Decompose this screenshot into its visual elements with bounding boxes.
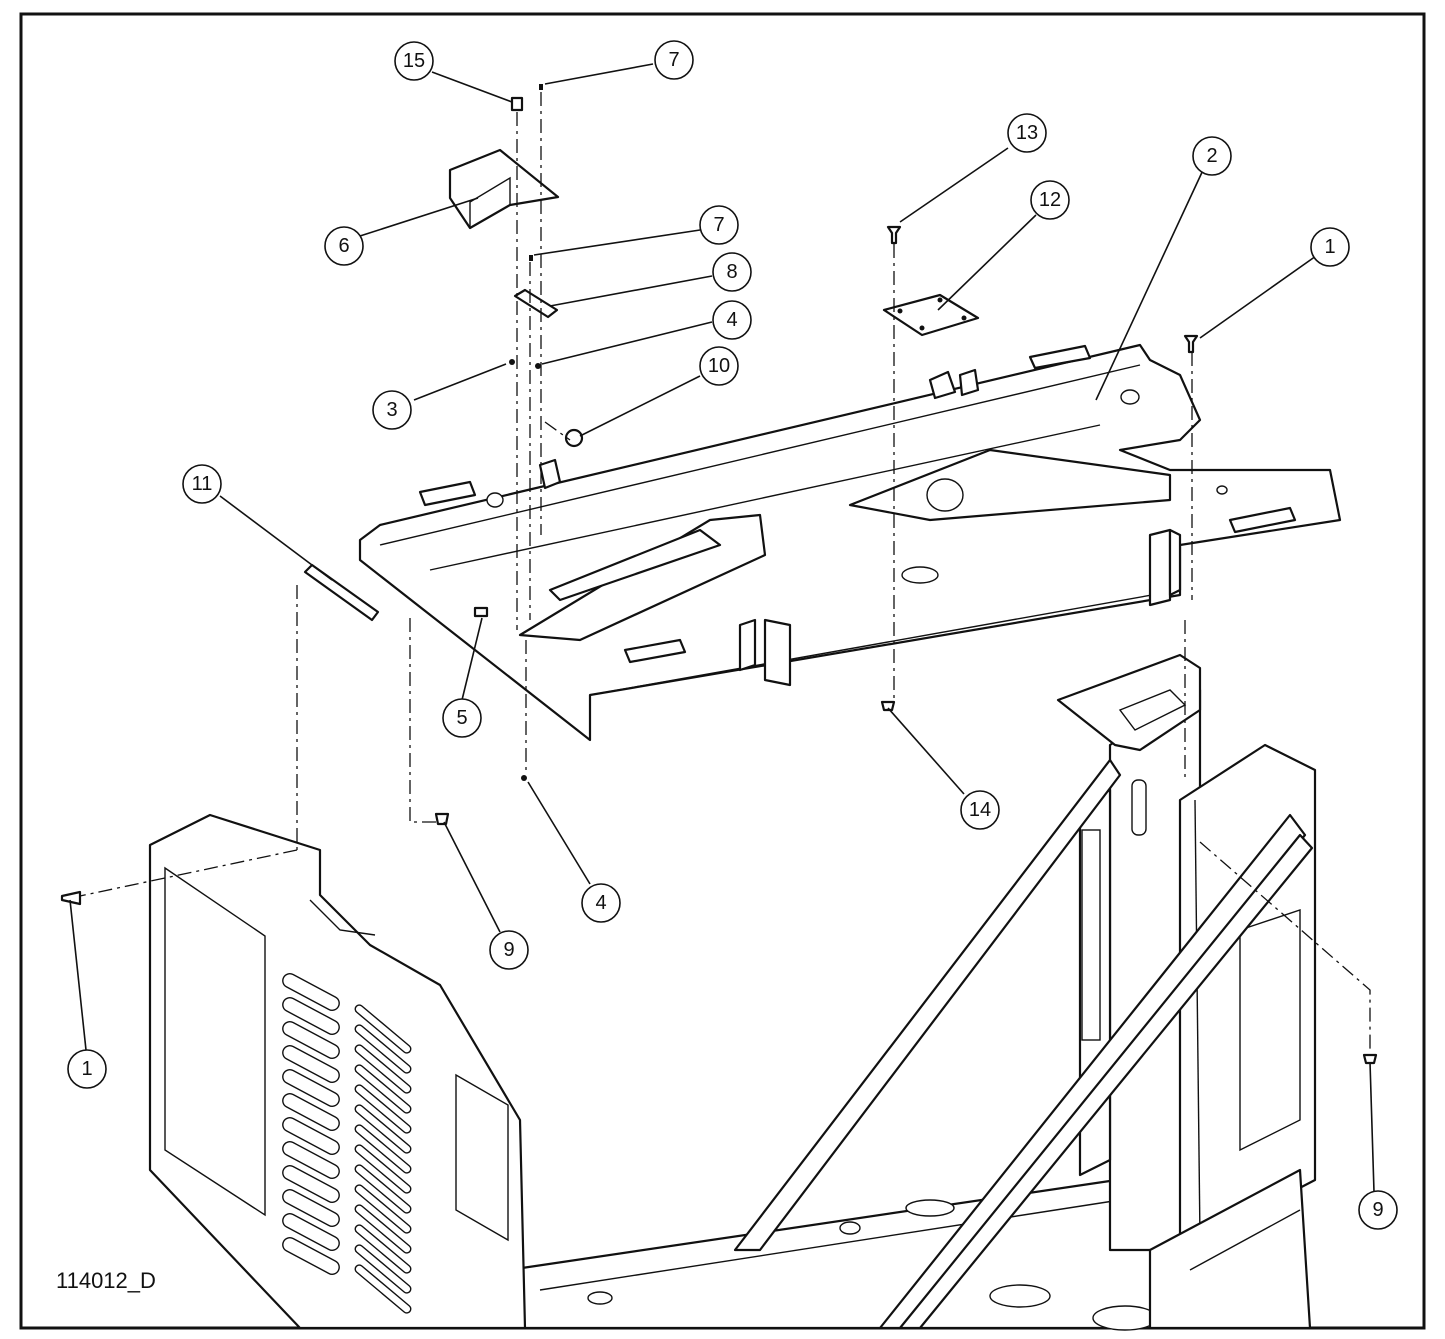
louver-slot <box>354 1044 412 1094</box>
svg-text:4: 4 <box>726 309 737 331</box>
svg-text:14: 14 <box>969 799 991 821</box>
louver-slot <box>354 1004 412 1054</box>
louver-slot <box>354 1104 412 1154</box>
callout-1-right: 1 <box>1310 227 1350 267</box>
svg-text:9: 9 <box>503 939 514 961</box>
svg-text:3: 3 <box>386 399 397 421</box>
louver-slot <box>354 1164 412 1214</box>
svg-text:15: 15 <box>403 50 425 72</box>
assembly-centerlines <box>79 92 1371 1050</box>
louver-slot <box>282 1141 340 1179</box>
lower-frame <box>148 653 1317 1331</box>
hardware <box>60 84 1378 1065</box>
callout-6: 6 <box>324 226 364 266</box>
svg-text:9: 9 <box>1372 1199 1383 1221</box>
callout-2: 2 <box>1192 136 1232 176</box>
svg-text:7: 7 <box>668 49 679 71</box>
svg-text:12: 12 <box>1039 189 1061 211</box>
callout-14: 14 <box>960 790 1000 830</box>
callout-15: 15 <box>394 41 434 81</box>
item-12-plate <box>882 293 980 337</box>
callout-9-right: 9 <box>1358 1190 1398 1230</box>
svg-text:5: 5 <box>456 707 467 729</box>
louver-slot <box>354 1124 412 1174</box>
callout-1-left: 1 <box>67 1049 107 1089</box>
svg-text:8: 8 <box>726 261 737 283</box>
louver-slot <box>282 1213 340 1251</box>
svg-text:10: 10 <box>708 355 730 377</box>
louver-slot <box>354 1264 412 1314</box>
louver-slot <box>282 1165 340 1203</box>
callout-3: 3 <box>372 390 412 430</box>
item-8-bracket <box>513 288 559 319</box>
louver-slot <box>282 1237 340 1275</box>
svg-text:4: 4 <box>595 892 606 914</box>
callout-4-lower: 4 <box>581 883 621 923</box>
drawing-number: 114012_D <box>56 1268 156 1293</box>
callout-8: 8 <box>712 252 752 292</box>
callout-13: 13 <box>1007 113 1047 153</box>
louver-slot <box>354 1244 412 1294</box>
louver-slot <box>282 1021 340 1059</box>
svg-text:2: 2 <box>1206 145 1217 167</box>
louver-slot <box>354 1224 412 1274</box>
callout-11: 11 <box>182 464 222 504</box>
callouts: 15 7 6 7 8 4 3 10 13 12 2 1 11 5 14 4 9 … <box>67 40 1398 1230</box>
callout-9-left: 9 <box>489 930 529 970</box>
callout-4-upper: 4 <box>712 300 752 340</box>
item-11-strip <box>303 563 380 622</box>
svg-text:6: 6 <box>338 235 349 257</box>
louver-slot <box>354 1184 412 1234</box>
louver-slot <box>282 997 340 1035</box>
louver-slot <box>282 973 340 1011</box>
callout-7-top: 7 <box>654 40 694 80</box>
front-panel-louvers <box>282 973 412 1314</box>
louver-slot <box>282 1093 340 1131</box>
louver-slot <box>354 1064 412 1114</box>
upper-tray <box>358 343 1342 742</box>
louver-slot <box>282 1117 340 1155</box>
louver-slot <box>354 1024 412 1074</box>
callout-5: 5 <box>442 698 482 738</box>
svg-text:1: 1 <box>1324 236 1335 258</box>
louver-slot <box>354 1084 412 1134</box>
louver-slot <box>354 1204 412 1254</box>
callout-12: 12 <box>1030 180 1070 220</box>
louver-slot <box>282 1069 340 1107</box>
louver-slot <box>354 1144 412 1194</box>
svg-text:13: 13 <box>1016 122 1038 144</box>
item-6-cover <box>448 148 560 230</box>
svg-text:7: 7 <box>713 214 724 236</box>
callout-7-middle: 7 <box>699 205 739 245</box>
svg-text:11: 11 <box>192 473 213 495</box>
callout-10: 10 <box>699 346 739 386</box>
louver-slot <box>282 1045 340 1083</box>
leader-lines <box>69 63 1375 1193</box>
svg-text:1: 1 <box>81 1058 92 1080</box>
louver-slot <box>282 1189 340 1227</box>
